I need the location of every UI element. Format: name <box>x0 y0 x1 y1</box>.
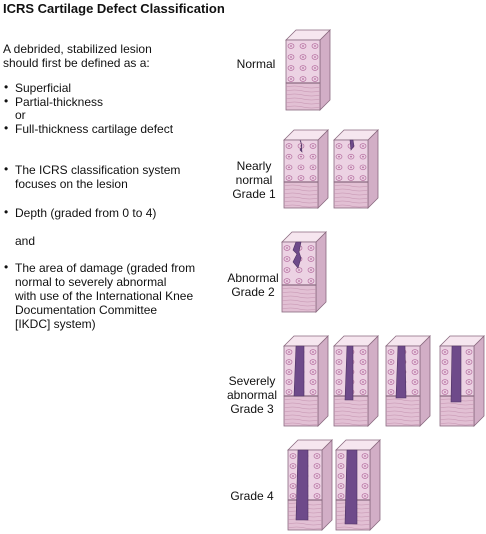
bullet-dot: • <box>4 94 9 108</box>
block-grade3-b <box>333 335 379 427</box>
label-grade4: Grade 4 <box>230 489 274 503</box>
bullet-dot: • <box>4 162 9 176</box>
and-text: and <box>15 234 36 248</box>
block-grade3-a <box>283 335 329 427</box>
lesion-type-partial: Partial-thickness <box>15 95 104 109</box>
block-grade4-b <box>335 439 381 531</box>
lesion-type-full: Full-thickness cartilage defect <box>15 122 174 136</box>
bullet-dot: • <box>4 80 9 94</box>
intro-line-1: A debrided, stabilized lesion <box>3 42 152 56</box>
label-grade1-line2: normal <box>235 173 273 187</box>
area-line-1: The area of damage (graded from <box>15 261 196 275</box>
bullet-dot: • <box>4 260 9 274</box>
page-title: ICRS Cartilage Defect Classification <box>3 1 225 16</box>
system-line-2: focuses on the lesion <box>15 177 128 191</box>
block-grade3-c <box>385 335 431 427</box>
depth-text: Depth (graded from 0 to 4) <box>15 206 157 220</box>
label-normal: Normal <box>236 57 276 71</box>
label-grade2-line1: Abnormal <box>227 271 279 285</box>
block-grade2 <box>281 231 327 313</box>
area-line-2: normal to severely abnormal <box>15 275 167 289</box>
bullet-dot: • <box>4 205 9 219</box>
bullet-dot: • <box>4 121 9 135</box>
block-grade3-d <box>439 335 485 427</box>
label-grade3-line1: Severely <box>228 374 276 388</box>
label-grade3-line3: Grade 3 <box>230 402 274 416</box>
system-line-1: The ICRS classification system <box>15 163 181 177</box>
area-line-3: with use of the International Knee <box>15 289 194 303</box>
block-grade1-b <box>333 129 379 209</box>
label-grade2-line2: Grade 2 <box>231 285 275 299</box>
lesion-type-superficial: Superficial <box>15 81 72 95</box>
block-grade4-a <box>287 439 333 531</box>
intro-line-2: should first be defined as a: <box>3 56 150 70</box>
label-grade3-line2: abnormal <box>226 388 278 402</box>
block-grade1-a <box>283 129 329 209</box>
label-grade1-line3: Grade 1 <box>232 187 276 201</box>
block-normal <box>285 29 331 111</box>
area-line-5: [IKDC] system) <box>15 317 96 331</box>
label-grade1-line1: Nearly <box>236 159 272 173</box>
lesion-type-or: or <box>15 108 26 122</box>
area-line-4: Documentation Committee <box>15 303 158 317</box>
